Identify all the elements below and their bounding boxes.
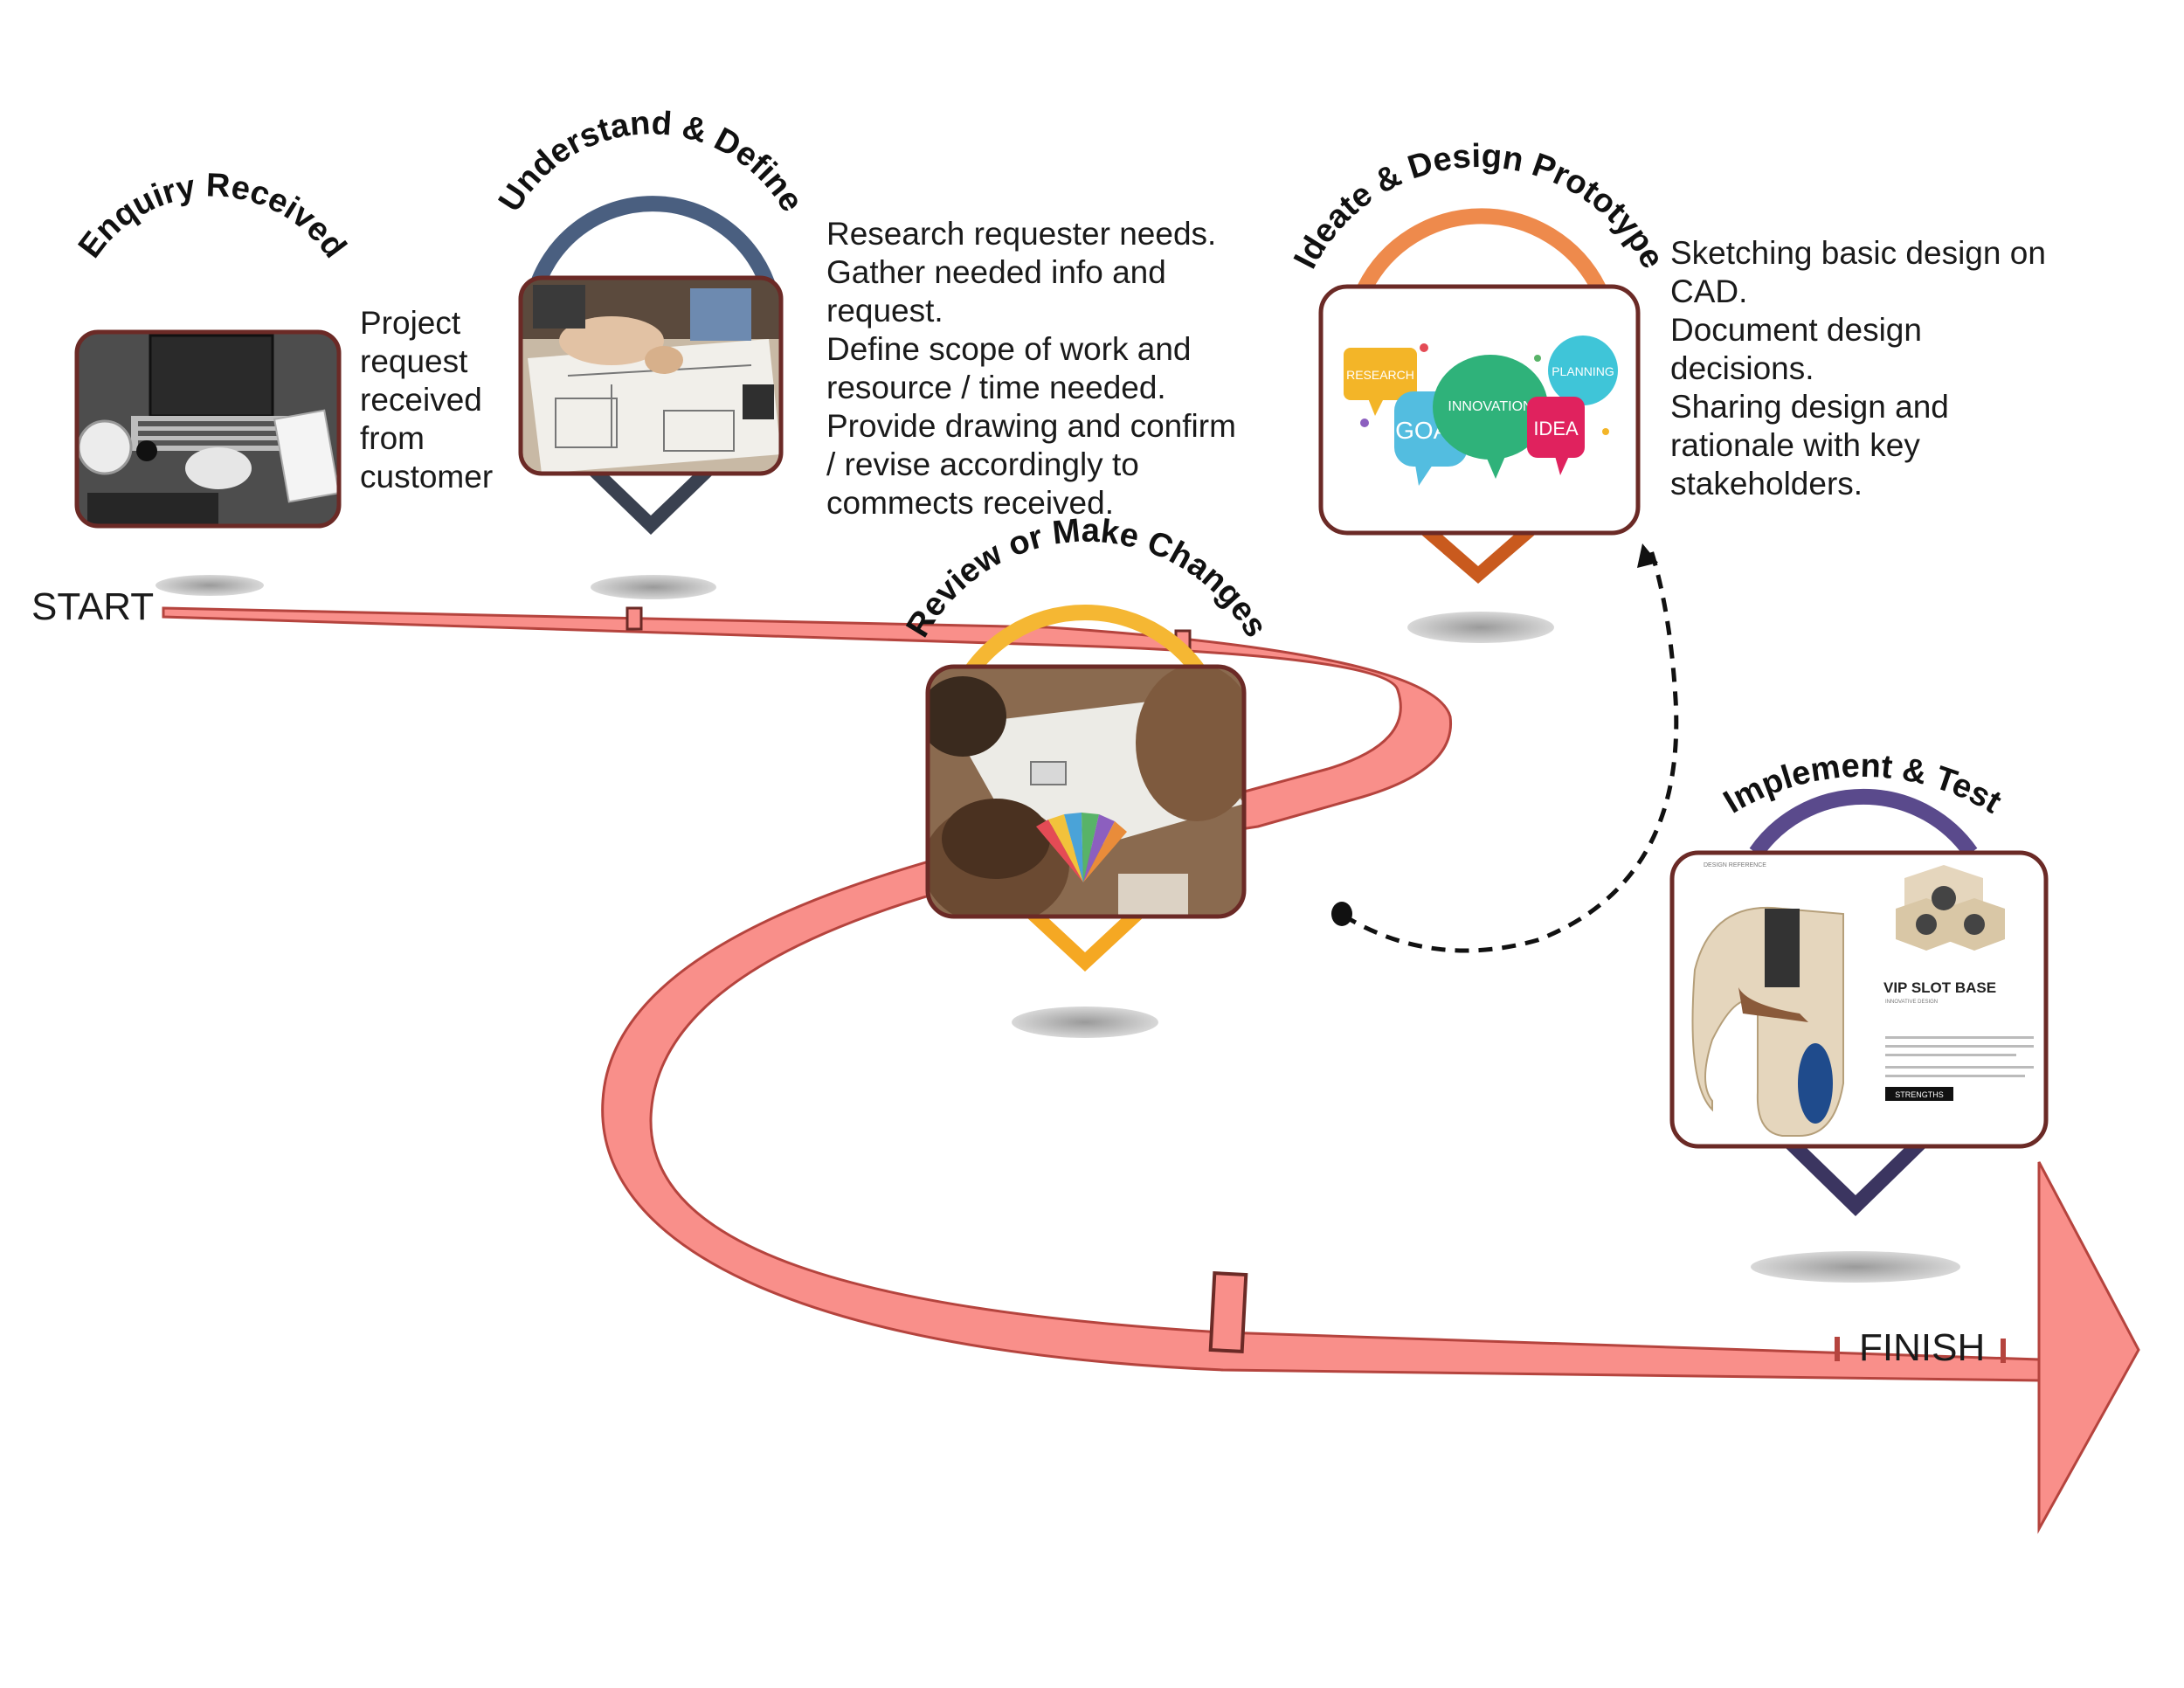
description-line: CAD.: [1670, 273, 1748, 309]
step-description: Sketching basic design on CAD. Document …: [1670, 234, 2046, 503]
description-line: received: [360, 382, 482, 418]
road: [162, 606, 2140, 1534]
road-marker: [1208, 1271, 1248, 1353]
svg-text:IDEA: IDEA: [1533, 418, 1579, 439]
pin-arc: [1749, 788, 1978, 858]
step-review-make-changes: Review or Make Changes: [900, 513, 1275, 972]
step-title: Review or Make Changes: [900, 513, 1275, 644]
description-line: rationale with key: [1670, 427, 1920, 463]
finish-label: FINISH: [1859, 1326, 1986, 1369]
speech-bubble-planning: PLANNING: [1548, 336, 1618, 405]
color-swatch-fan: [1036, 813, 1127, 882]
svg-text:INNOVATION: INNOVATION: [1448, 399, 1532, 414]
pin-shadow: [1751, 1251, 1960, 1283]
step-description: Research requester needs. Gather needed …: [826, 215, 1236, 522]
description-line: decisions.: [1670, 350, 1814, 386]
road-body: [162, 606, 2041, 1382]
pin-arc: [1357, 208, 1607, 293]
step-understand-define: Understand & Define: [492, 105, 810, 535]
pin-arc: [527, 196, 778, 296]
design-review-team-photo: [928, 667, 1244, 917]
idea-speech-bubbles-graphic: RESEARCH PLANNING GOAL INNOVATION IDEA: [1321, 287, 1638, 533]
description-line: stakeholders.: [1670, 466, 1863, 502]
description-line: resource / time needed.: [826, 370, 1166, 405]
step-title: Enquiry Received: [72, 167, 353, 265]
svg-text:RESEARCH: RESEARCH: [1346, 368, 1414, 382]
start-label: START: [31, 585, 155, 628]
svg-text:VIP SLOT BASE: VIP SLOT BASE: [1883, 979, 1996, 996]
step-title: Implement & Test: [1717, 748, 2008, 821]
pin-point: [1415, 529, 1541, 584]
pin-shadow: [1407, 612, 1554, 643]
description-line: Define scope of work and: [826, 331, 1192, 367]
photo-frame: [518, 275, 784, 476]
pin-arc: [957, 604, 1213, 686]
step-title: Ideate & Design Prototype: [1287, 138, 1670, 274]
vip-slot-base-design-sheet: DESIGN REFERENCE VIP SLOT BASE INNOVATIV…: [1672, 853, 2046, 1146]
svg-text:STRENGTHS: STRENGTHS: [1895, 1090, 1944, 1099]
speech-bubble-innovation: INNOVATION: [1433, 355, 1548, 479]
description-line: Sketching basic design on: [1670, 235, 2046, 271]
photo-frame: [925, 664, 1247, 919]
svg-text:INNOVATIVE DESIGN: INNOVATIVE DESIGN: [1885, 1000, 1938, 1005]
description-line: Project: [360, 305, 461, 341]
step-implement-test: Implement & Test DESIGN REFERENCE VIP SL…: [1669, 748, 2049, 1216]
step-description: Project request received from customer: [360, 304, 493, 496]
description-line: commects received.: [826, 485, 1114, 521]
speech-bubble-idea: IDEA: [1527, 397, 1585, 475]
description-line: Sharing design and: [1670, 389, 1949, 425]
road-marker: [2001, 1339, 2006, 1363]
step-ideate-design-prototype: Ideate & Design Prototype RESEARCH PLANN…: [1287, 138, 1671, 584]
pin-shadow: [591, 575, 716, 599]
arrow-head: [1637, 543, 1658, 568]
road-marker: [625, 606, 643, 631]
pin-shadows: [156, 575, 1960, 1283]
pin-shadow: [1012, 1007, 1158, 1038]
description-line: from: [360, 420, 425, 456]
floor-plan-team-photo: [521, 278, 781, 474]
pin-point: [1782, 1145, 1929, 1216]
photo-frame: [1669, 850, 2049, 1149]
step-enquiry-received: Enquiry Received: [72, 167, 353, 529]
laptop-desk-photo: [77, 332, 339, 526]
arrow-tail-dot: [1331, 902, 1352, 926]
description-line: Research requester needs.: [826, 216, 1217, 252]
description-line: Provide drawing and confirm: [826, 408, 1236, 444]
road-marker: [1835, 1337, 1840, 1361]
description-line: / revise accordingly to: [826, 446, 1139, 482]
description-line: Gather needed info and: [826, 254, 1166, 290]
top-view-pods: [1896, 865, 2005, 951]
description-line: request: [360, 343, 468, 379]
svg-text:PLANNING: PLANNING: [1552, 364, 1614, 378]
speech-bubble-research: RESEARCH: [1344, 348, 1417, 416]
pin-point: [1013, 905, 1157, 972]
feedback-loop-arrow: [1331, 543, 1679, 953]
svg-text:DESIGN REFERENCE: DESIGN REFERENCE: [1704, 862, 1766, 868]
description-line: Document design: [1670, 312, 1922, 348]
finish-arrowhead: [2037, 1161, 2140, 1534]
photo-frame: [74, 329, 342, 529]
description-line: request.: [826, 293, 943, 329]
description-line: customer: [360, 459, 494, 495]
photo-frame: [1318, 284, 1641, 536]
pin-shadow: [156, 575, 264, 596]
